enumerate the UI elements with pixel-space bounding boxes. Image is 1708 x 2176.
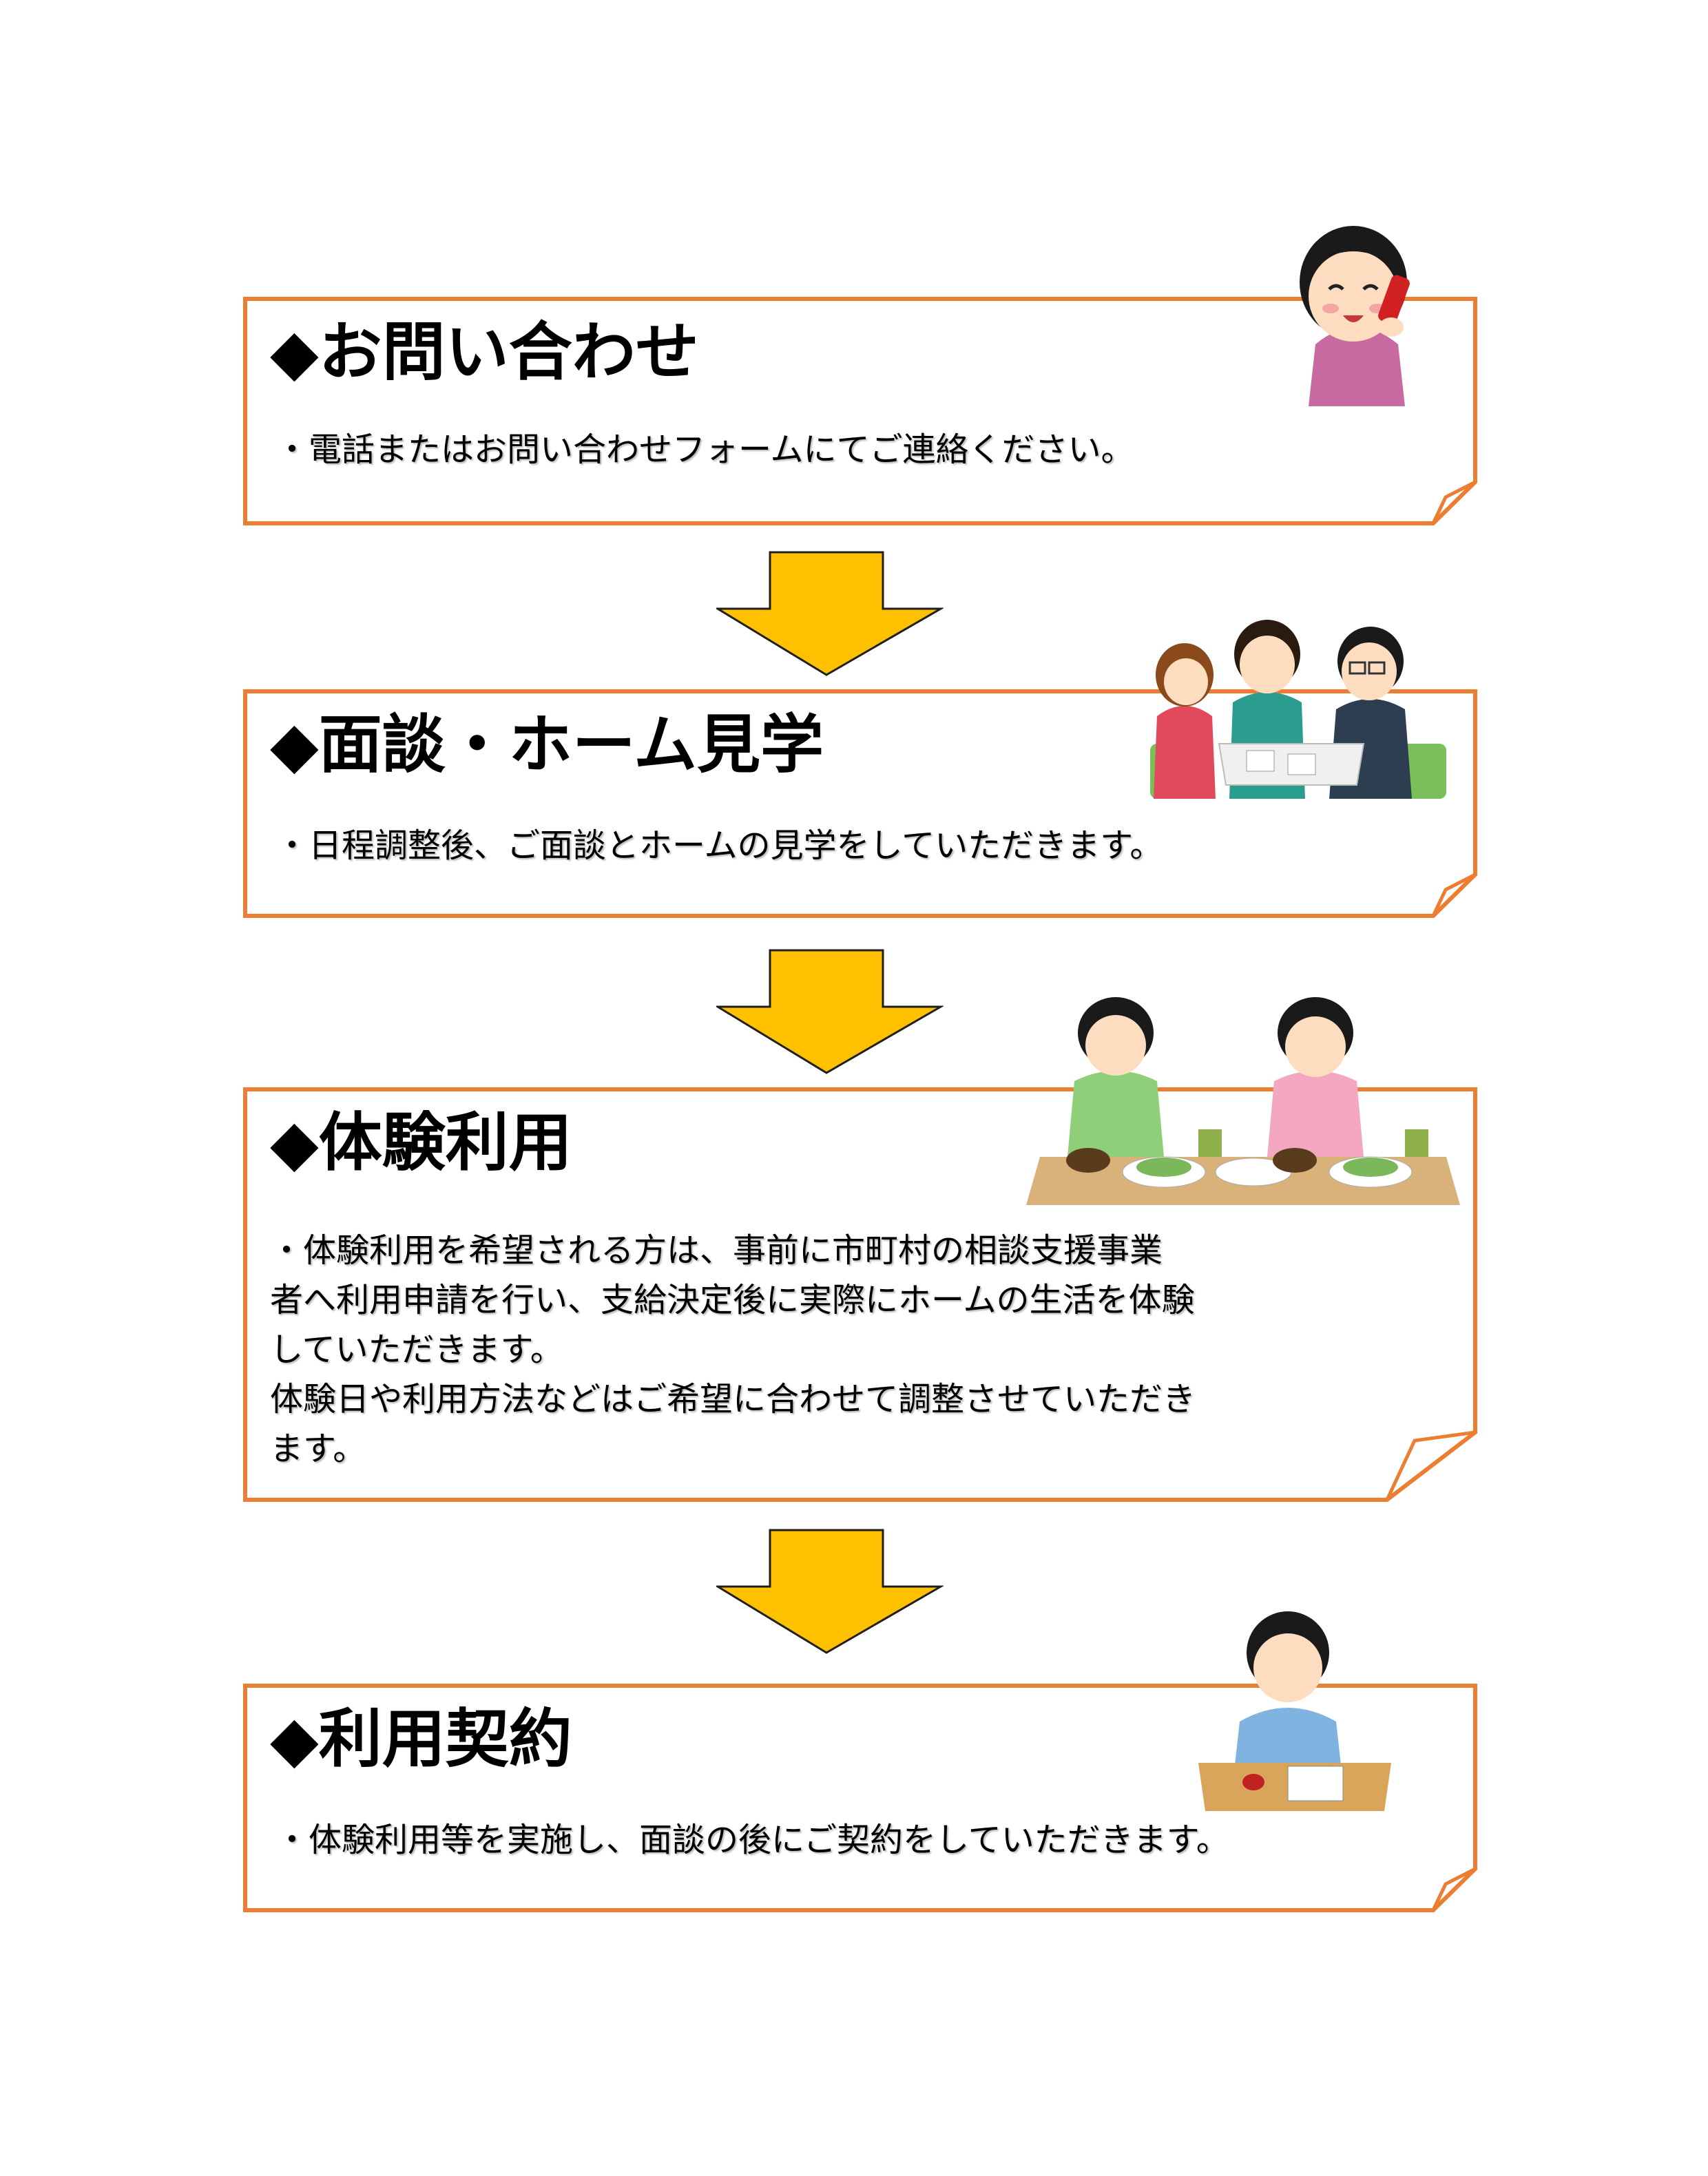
step-title: ◆体験利用 [270, 1106, 572, 1180]
step-frame [243, 297, 1477, 525]
step-title: ◆利用契約 [270, 1702, 572, 1776]
step-description: ・体験利用を希望される方は、事前に市町村の相談支援事業 者へ利用申請を行い、支給… [270, 1231, 1196, 1468]
step-description: ・電話またはお問い合わせフォームにてご連絡ください。 [275, 430, 1134, 469]
meeting-people-icon [1150, 620, 1446, 799]
step-box-contract: ◆利用契約 ・体験利用等を実施し、面談の後にご契約をしていただきます。 [243, 1684, 1477, 1912]
woman-on-phone-icon [1300, 226, 1410, 406]
down-arrow-icon [716, 949, 944, 1074]
step-title: ◆お問い合わせ [270, 315, 699, 389]
step-title: ◆面談・ホーム見学 [270, 708, 824, 782]
people-eating-meal-icon [1026, 997, 1460, 1205]
down-arrow-icon [716, 551, 944, 676]
step-box-inquiry: ◆お問い合わせ ・電話またはお問い合わせフォームにてご連絡ください。 [243, 297, 1477, 525]
step-description: ・体験利用等を実施し、面談の後にご契約をしていただきます。 [275, 1821, 1229, 1859]
down-arrow-icon [716, 1529, 944, 1654]
step-description: ・日程調整後、ご面談とホームの見学をしていただきます。 [275, 826, 1163, 865]
man-signing-contract-icon [1198, 1611, 1391, 1811]
